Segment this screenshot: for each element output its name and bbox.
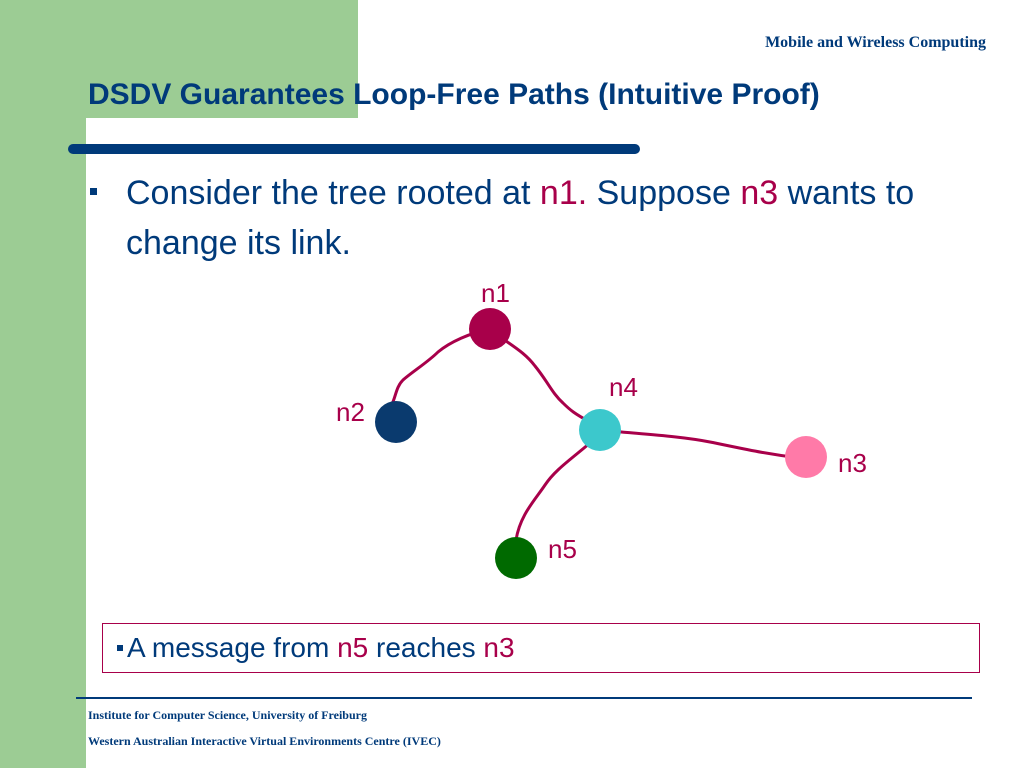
label-n4: n4 <box>609 372 638 402</box>
title-underline <box>68 144 640 154</box>
label-n2: n2 <box>336 397 365 427</box>
message-node-n5: n5 <box>337 632 369 663</box>
message-part2: reaches <box>368 632 484 663</box>
label-n3: n3 <box>838 448 867 478</box>
label-n5: n5 <box>548 534 577 564</box>
edge-n1-n2 <box>390 327 491 405</box>
course-title: Mobile and Wireless Computing <box>765 34 986 51</box>
tree-node-n5 <box>495 537 537 579</box>
tree-node-n3 <box>785 436 827 478</box>
bullet-point: Consider the tree rooted at n1. Suppose … <box>88 168 928 268</box>
left-green-bar <box>0 0 86 768</box>
message-node-n3: n3 <box>483 632 515 663</box>
tree-node-n4 <box>579 409 621 451</box>
message-box: A message from n5 reaches n3 <box>102 623 980 673</box>
bullet-text-part3: wants to change its link. <box>126 174 915 262</box>
bullet-square-icon <box>90 188 97 195</box>
footer-divider <box>76 697 972 699</box>
message-bullet-icon <box>117 645 123 651</box>
message-part1: A message from <box>127 632 338 663</box>
footer-institute: Institute for Computer Science, Universi… <box>88 708 367 722</box>
bullet-text-part2: Suppose <box>587 174 741 212</box>
message-text: A message from n5 reaches n3 <box>127 632 515 664</box>
edge-n1-n4 <box>489 327 591 424</box>
tree-node-n1 <box>469 308 511 350</box>
label-n1: n1 <box>481 278 510 308</box>
node-n1-ref: n1. <box>539 174 588 212</box>
edge-n4-n5 <box>514 441 591 541</box>
top-green-block <box>86 0 358 118</box>
node-n3-ref: n3 <box>740 174 779 212</box>
slide-title: DSDV Guarantees Loop-Free Paths (Intuiti… <box>88 78 820 111</box>
footer-ivec: Western Australian Interactive Virtual E… <box>88 734 441 748</box>
tree-node-n2 <box>375 401 417 443</box>
edge-n4-n3 <box>599 428 801 460</box>
bullet-text: Consider the tree rooted at n1. Suppose … <box>126 168 928 268</box>
bullet-text-part1: Consider the tree rooted at <box>126 174 540 212</box>
